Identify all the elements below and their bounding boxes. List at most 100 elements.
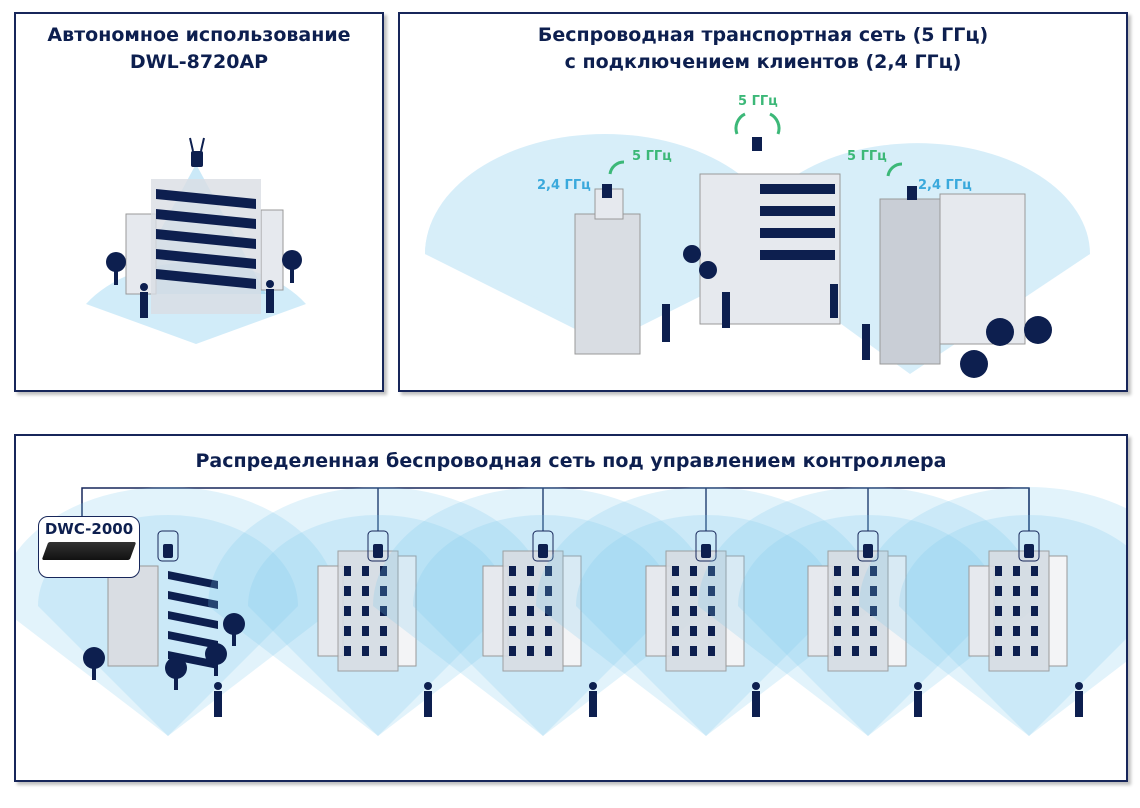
signal-5ghz-icon [608, 112, 903, 177]
tree-trunk [232, 632, 236, 646]
switch-device-icon [41, 542, 137, 560]
window [870, 586, 877, 596]
person-icon [589, 691, 597, 717]
controller-illustration [16, 487, 1126, 736]
tree-icon [683, 245, 1052, 378]
window [344, 626, 351, 636]
window [995, 646, 1002, 656]
window [1013, 566, 1020, 576]
tree-trunk [92, 666, 96, 680]
title-line: с подключением клиентов (2,4 ГГц) [564, 51, 962, 73]
access-point-site [859, 487, 1126, 736]
window [1013, 586, 1020, 596]
window [380, 586, 387, 596]
window [527, 646, 534, 656]
access-point-icon [191, 151, 203, 167]
window [344, 606, 351, 616]
window [852, 646, 859, 656]
access-point-site [373, 487, 713, 736]
building-wing [1048, 555, 1068, 667]
access-point-frame [695, 530, 717, 562]
access-point-site [208, 487, 548, 736]
window [690, 586, 697, 596]
person-icon [266, 280, 274, 313]
person-icon [752, 691, 760, 717]
window [672, 646, 679, 656]
window [995, 586, 1002, 596]
building-wing [562, 555, 582, 667]
window [527, 626, 534, 636]
access-point-frame [857, 530, 879, 562]
window [852, 606, 859, 616]
window [834, 646, 841, 656]
residential-building [879, 193, 1026, 365]
person-icon [424, 682, 432, 690]
window [1013, 626, 1020, 636]
window [509, 646, 516, 656]
building-wing [887, 555, 907, 667]
window [545, 606, 552, 616]
band-5ghz-label: 5 ГГц [847, 149, 887, 164]
access-point-frame [367, 530, 389, 562]
window [870, 646, 877, 656]
person-icon [752, 682, 760, 690]
access-point-icon [863, 544, 873, 558]
access-point-icon [163, 544, 173, 558]
window [380, 566, 387, 576]
window [852, 626, 859, 636]
standalone-illustration [86, 137, 306, 344]
tree-trunk [174, 676, 178, 690]
window [870, 606, 877, 616]
backhaul-panel: Беспроводная транспортная сеть (5 ГГц) с… [398, 12, 1128, 392]
window [362, 646, 369, 656]
tree-icon [205, 643, 227, 665]
window [690, 626, 697, 636]
controller-label: DWC-2000 [44, 520, 134, 538]
window [852, 566, 859, 576]
window [362, 586, 369, 596]
window [708, 606, 715, 616]
window [690, 646, 697, 656]
window [708, 646, 715, 656]
access-point-frame [1018, 530, 1040, 562]
window [672, 566, 679, 576]
window [708, 566, 715, 576]
window [545, 626, 552, 636]
window [708, 626, 715, 636]
window [509, 566, 516, 576]
window [690, 566, 697, 576]
tree-trunk [214, 662, 218, 676]
controller-title: Распределенная беспроводная сеть под упр… [195, 450, 947, 472]
window [344, 586, 351, 596]
access-point-site [536, 487, 876, 736]
band-24ghz-label: 2,4 ГГц [537, 178, 591, 193]
window [1031, 566, 1038, 576]
tower-building [574, 188, 641, 355]
person-icon [424, 691, 432, 717]
window [362, 626, 369, 636]
window [672, 586, 679, 596]
window [1013, 606, 1020, 616]
person-icon [214, 682, 222, 690]
window [527, 566, 534, 576]
building-wing [397, 555, 417, 667]
window [690, 606, 697, 616]
title-line: Автономное использование [47, 24, 351, 46]
window [834, 566, 841, 576]
access-point-frame [532, 530, 554, 562]
window [380, 626, 387, 636]
building-wing [725, 555, 745, 667]
window [545, 566, 552, 576]
floor-stripe [168, 611, 218, 629]
access-point-icon [538, 544, 548, 558]
controller-device[interactable]: DWC-2000 [38, 516, 140, 578]
window [1031, 646, 1038, 656]
title-line: DWL-8720AP [129, 51, 269, 73]
access-point-icon [701, 544, 711, 558]
tree-icon [223, 613, 245, 635]
window [834, 606, 841, 616]
window [362, 566, 369, 576]
title-line: Беспроводная транспортная сеть (5 ГГц) [537, 24, 989, 46]
window [834, 626, 841, 636]
window [527, 606, 534, 616]
